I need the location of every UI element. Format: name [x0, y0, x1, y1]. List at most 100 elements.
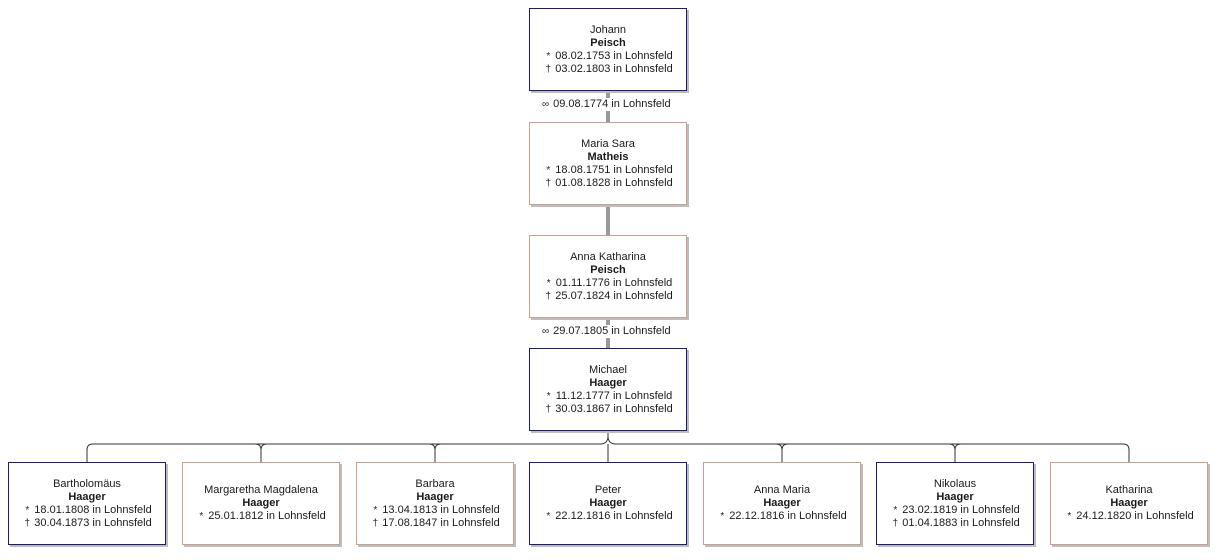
- birth-icon: *: [546, 278, 551, 289]
- birth-date: 22.12.1816 in Lohnsfeld: [729, 510, 847, 522]
- marriage-rings-icon: ∞: [542, 99, 549, 110]
- birth-date-row: * 22.12.1816 in Lohnsfeld: [530, 510, 686, 523]
- death-date-row: †30.04.1873 in Lohnsfeld: [9, 517, 165, 530]
- given-name: Barbara: [415, 478, 455, 490]
- death-date: 03.02.1803 in Lohnsfeld: [555, 63, 673, 75]
- birth-icon: *: [720, 511, 725, 522]
- marriage-date: 09.08.1774 in Lohnsfeld: [553, 98, 671, 110]
- birth-date: 08.02.1753 in Lohnsfeld: [555, 50, 673, 62]
- bus-junction: [599, 435, 617, 445]
- death-icon: †: [545, 404, 552, 415]
- surname: Haager: [68, 491, 106, 503]
- birth-date: 23.02.1819 in Lohnsfeld: [902, 504, 1020, 516]
- child-drop-line: [86, 443, 94, 462]
- marriage-label: ∞ 29.07.1805 in Lohnsfeld: [540, 325, 673, 338]
- death-date-row: †25.07.1824 in Lohnsfeld: [530, 290, 686, 303]
- birth-date: 22.12.1816 in Lohnsfeld: [555, 510, 673, 522]
- child-drop-line: [1122, 443, 1130, 462]
- given-name: Anna Maria: [753, 484, 811, 496]
- birth-date-row: * 01.11.1776 in Lohnsfeld: [530, 277, 686, 290]
- birth-date-row: * 13.04.1813 in Lohnsfeld: [357, 504, 513, 517]
- death-date-row: †03.02.1803 in Lohnsfeld: [530, 63, 686, 76]
- given-name: Bartholomäus: [53, 478, 121, 490]
- death-date-row: †01.04.1883 in Lohnsfeld: [877, 517, 1033, 530]
- birth-icon: *: [546, 391, 551, 402]
- birth-icon: *: [199, 511, 204, 522]
- surname: Peisch: [590, 264, 626, 276]
- birth-date-row: * 25.01.1812 in Lohnsfeld: [183, 510, 339, 523]
- surname: Matheis: [587, 151, 629, 163]
- birth-date-row: * 08.02.1753 in Lohnsfeld: [530, 50, 686, 63]
- birth-icon: *: [546, 511, 551, 522]
- surname: Haager: [1110, 497, 1148, 509]
- birth-date-row: * 23.02.1819 in Lohnsfeld: [877, 504, 1033, 517]
- surname: Haager: [936, 491, 974, 503]
- death-date-row: †01.08.1828 in Lohnsfeld: [530, 177, 686, 190]
- birth-icon: *: [546, 51, 551, 62]
- surname: Haager: [242, 497, 280, 509]
- birth-date: 25.01.1812 in Lohnsfeld: [208, 510, 326, 522]
- marriage-rings-icon: ∞: [542, 326, 549, 337]
- given-name: Anna Katharina: [570, 251, 646, 263]
- child-junction: [254, 443, 268, 451]
- marriage-date: 29.07.1805 in Lohnsfeld: [553, 325, 671, 337]
- death-date: 01.04.1883 in Lohnsfeld: [902, 517, 1020, 529]
- child-junction: [428, 443, 442, 451]
- birth-date: 18.08.1751 in Lohnsfeld: [555, 164, 673, 176]
- birth-icon: *: [373, 505, 378, 516]
- death-icon: †: [24, 518, 31, 529]
- given-name: Katharina: [1105, 484, 1153, 496]
- marriage-label: ∞ 09.08.1774 in Lohnsfeld: [540, 98, 673, 111]
- birth-date: 13.04.1813 in Lohnsfeld: [382, 504, 500, 516]
- given-name: Maria Sara: [581, 138, 635, 150]
- death-date: 01.08.1828 in Lohnsfeld: [555, 177, 673, 189]
- death-icon: †: [545, 291, 552, 302]
- surname: Haager: [589, 377, 627, 389]
- death-icon: †: [892, 518, 899, 529]
- birth-date: 11.12.1777 in Lohnsfeld: [555, 390, 673, 402]
- birth-date: 01.11.1776 in Lohnsfeld: [555, 277, 673, 289]
- death-date: 25.07.1824 in Lohnsfeld: [555, 290, 673, 302]
- birth-icon: *: [25, 505, 30, 516]
- birth-icon: *: [893, 505, 898, 516]
- surname: Haager: [589, 497, 627, 509]
- death-date-row: †30.03.1867 in Lohnsfeld: [530, 403, 686, 416]
- death-date: 30.03.1867 in Lohnsfeld: [555, 403, 673, 415]
- birth-date-row: * 18.08.1751 in Lohnsfeld: [530, 164, 686, 177]
- death-date: 17.08.1847 in Lohnsfeld: [382, 517, 500, 529]
- given-name: Peter: [594, 484, 622, 496]
- given-name: Nikolaus: [933, 478, 977, 490]
- death-date-row: †17.08.1847 in Lohnsfeld: [357, 517, 513, 530]
- death-icon: †: [545, 178, 552, 189]
- child-junction: [775, 443, 789, 451]
- death-icon: †: [372, 518, 379, 529]
- birth-date: 24.12.1820 in Lohnsfeld: [1076, 510, 1194, 522]
- child-junction: [948, 443, 962, 451]
- given-name: Margaretha Magdalena: [204, 484, 318, 496]
- death-date: 30.04.1873 in Lohnsfeld: [34, 517, 152, 529]
- given-name: Johann: [589, 24, 627, 36]
- birth-date: 18.01.1808 in Lohnsfeld: [34, 504, 152, 516]
- surname: Peisch: [590, 37, 626, 49]
- birth-date-row: * 24.12.1820 in Lohnsfeld: [1051, 510, 1207, 523]
- death-icon: †: [545, 64, 552, 75]
- birth-date-row: * 11.12.1777 in Lohnsfeld: [530, 390, 686, 403]
- birth-icon: *: [1067, 511, 1072, 522]
- surname: Haager: [416, 491, 454, 503]
- birth-icon: *: [546, 165, 551, 176]
- birth-date-row: * 22.12.1816 in Lohnsfeld: [704, 510, 860, 523]
- surname: Haager: [763, 497, 801, 509]
